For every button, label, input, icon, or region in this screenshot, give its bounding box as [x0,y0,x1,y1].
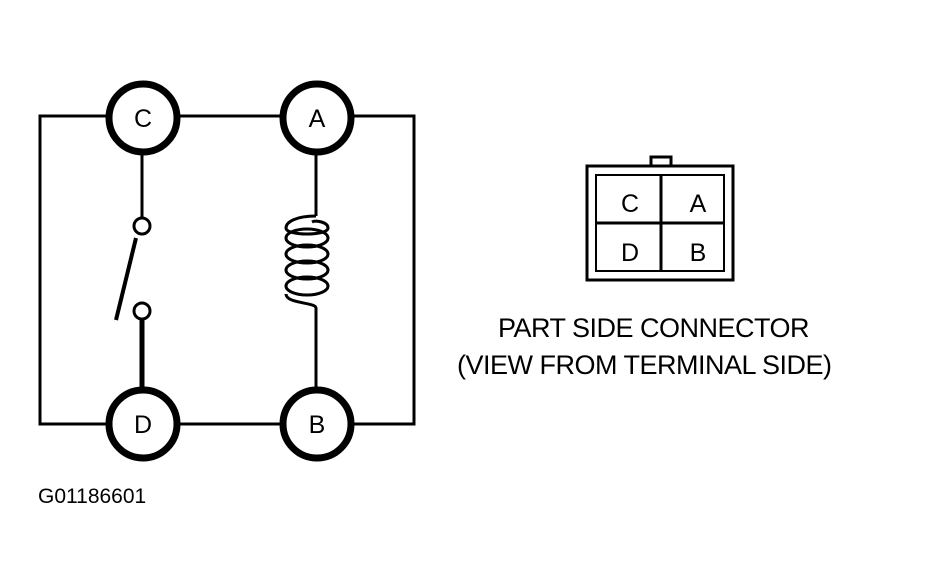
connector-pin-b: B [690,239,707,267]
relay-coil [284,214,330,309]
wire-left-loop [38,114,110,426]
connector-pin-d: D [621,239,639,267]
connector-caption-subtitle: (VIEW FROM TERMINAL SIDE) [457,350,832,380]
terminal-d-label: D [134,411,152,439]
terminal-b: B [279,386,355,462]
terminal-c: C [105,80,181,156]
terminal-d: D [105,386,181,462]
figure-id: G01186601 [38,485,147,508]
switch-contact-upper [132,216,152,236]
part-side-connector: C A D B [585,155,735,282]
terminal-b-label: B [309,411,326,439]
wire-right-loop [350,114,416,426]
connector-pin-a: A [690,190,707,218]
terminal-a: A [279,80,355,156]
switch-blade [114,237,138,321]
relay-wiring [38,114,416,426]
switch-contact-lower [132,301,152,321]
terminal-a-label: A [309,105,326,133]
connector-caption-title: PART SIDE CONNECTOR [498,313,810,343]
connector-pin-c: C [621,190,639,218]
terminal-c-label: C [134,105,152,133]
